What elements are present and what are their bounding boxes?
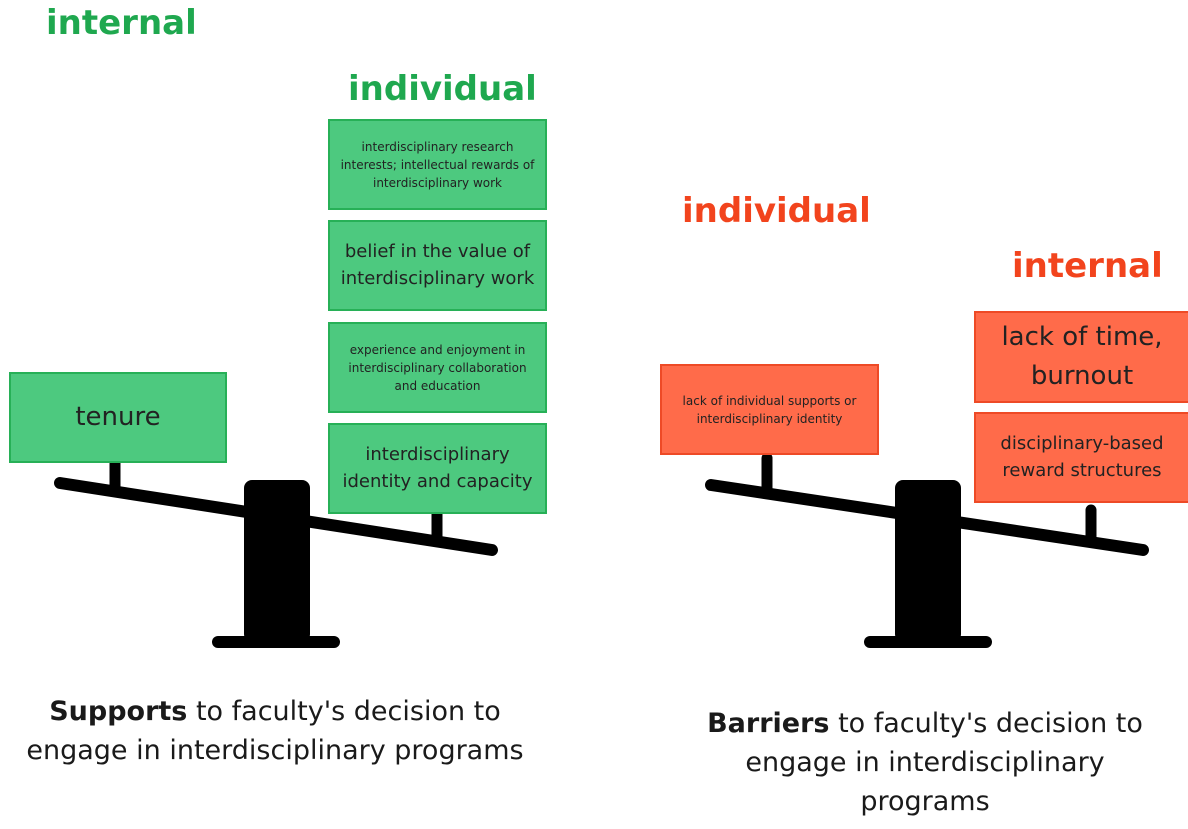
supports-individual-label: individual — [348, 69, 537, 109]
barriers-individual-label: individual — [682, 191, 871, 231]
supports-item-4-box: interdisciplinary identity and capacity — [328, 423, 547, 514]
supports-tenure-box: tenure — [9, 372, 227, 463]
barriers-caption-rest: to faculty's decision to engage in inter… — [745, 708, 1143, 818]
supports-item-4-text: interdisciplinary identity and capacity — [342, 444, 533, 492]
supports-item-3-text: experience and enjoyment in interdiscipl… — [348, 342, 527, 393]
barriers-individual-box: lack of individual supports or interdisc… — [660, 364, 879, 455]
supports-fulcrum — [244, 480, 310, 642]
supports-item-2-box: belief in the value of interdisciplinary… — [328, 220, 547, 311]
supports-item-2-text: belief in the value of interdisciplinary… — [340, 241, 535, 289]
supports-tenure-text: tenure — [75, 402, 161, 432]
barriers-internal-label: internal — [1012, 246, 1163, 286]
supports-caption: Supports to faculty's decision to engage… — [20, 692, 530, 770]
supports-caption-rest: to faculty's decision to engage in inter… — [26, 696, 524, 767]
barriers-caption-bold: Barriers — [707, 708, 830, 739]
barriers-internal-item-2-box: disciplinary-based reward structures — [974, 412, 1188, 503]
supports-seesaw — [54, 452, 498, 648]
barriers-fulcrum — [895, 480, 961, 642]
supports-item-1-box: interdisciplinary research interests; in… — [328, 119, 547, 210]
supports-caption-bold: Supports — [49, 696, 188, 727]
supports-item-3-box: experience and enjoyment in interdiscipl… — [328, 322, 547, 413]
barriers-beam — [705, 479, 1149, 556]
barriers-seesaw — [705, 452, 1149, 648]
barriers-internal-item-1-text: lack of time, burnout — [1001, 322, 1163, 391]
barriers-internal-item-1-box: lack of time, burnout — [974, 311, 1188, 403]
supports-beam — [54, 477, 498, 556]
barriers-internal-item-2-text: disciplinary-based reward structures — [1000, 433, 1164, 481]
barriers-caption: Barriers to faculty's decision to engage… — [680, 704, 1170, 821]
barriers-individual-text: lack of individual supports or interdisc… — [682, 393, 857, 426]
supports-internal-label: internal — [46, 3, 197, 43]
supports-item-1-text: interdisciplinary research interests; in… — [340, 139, 535, 190]
